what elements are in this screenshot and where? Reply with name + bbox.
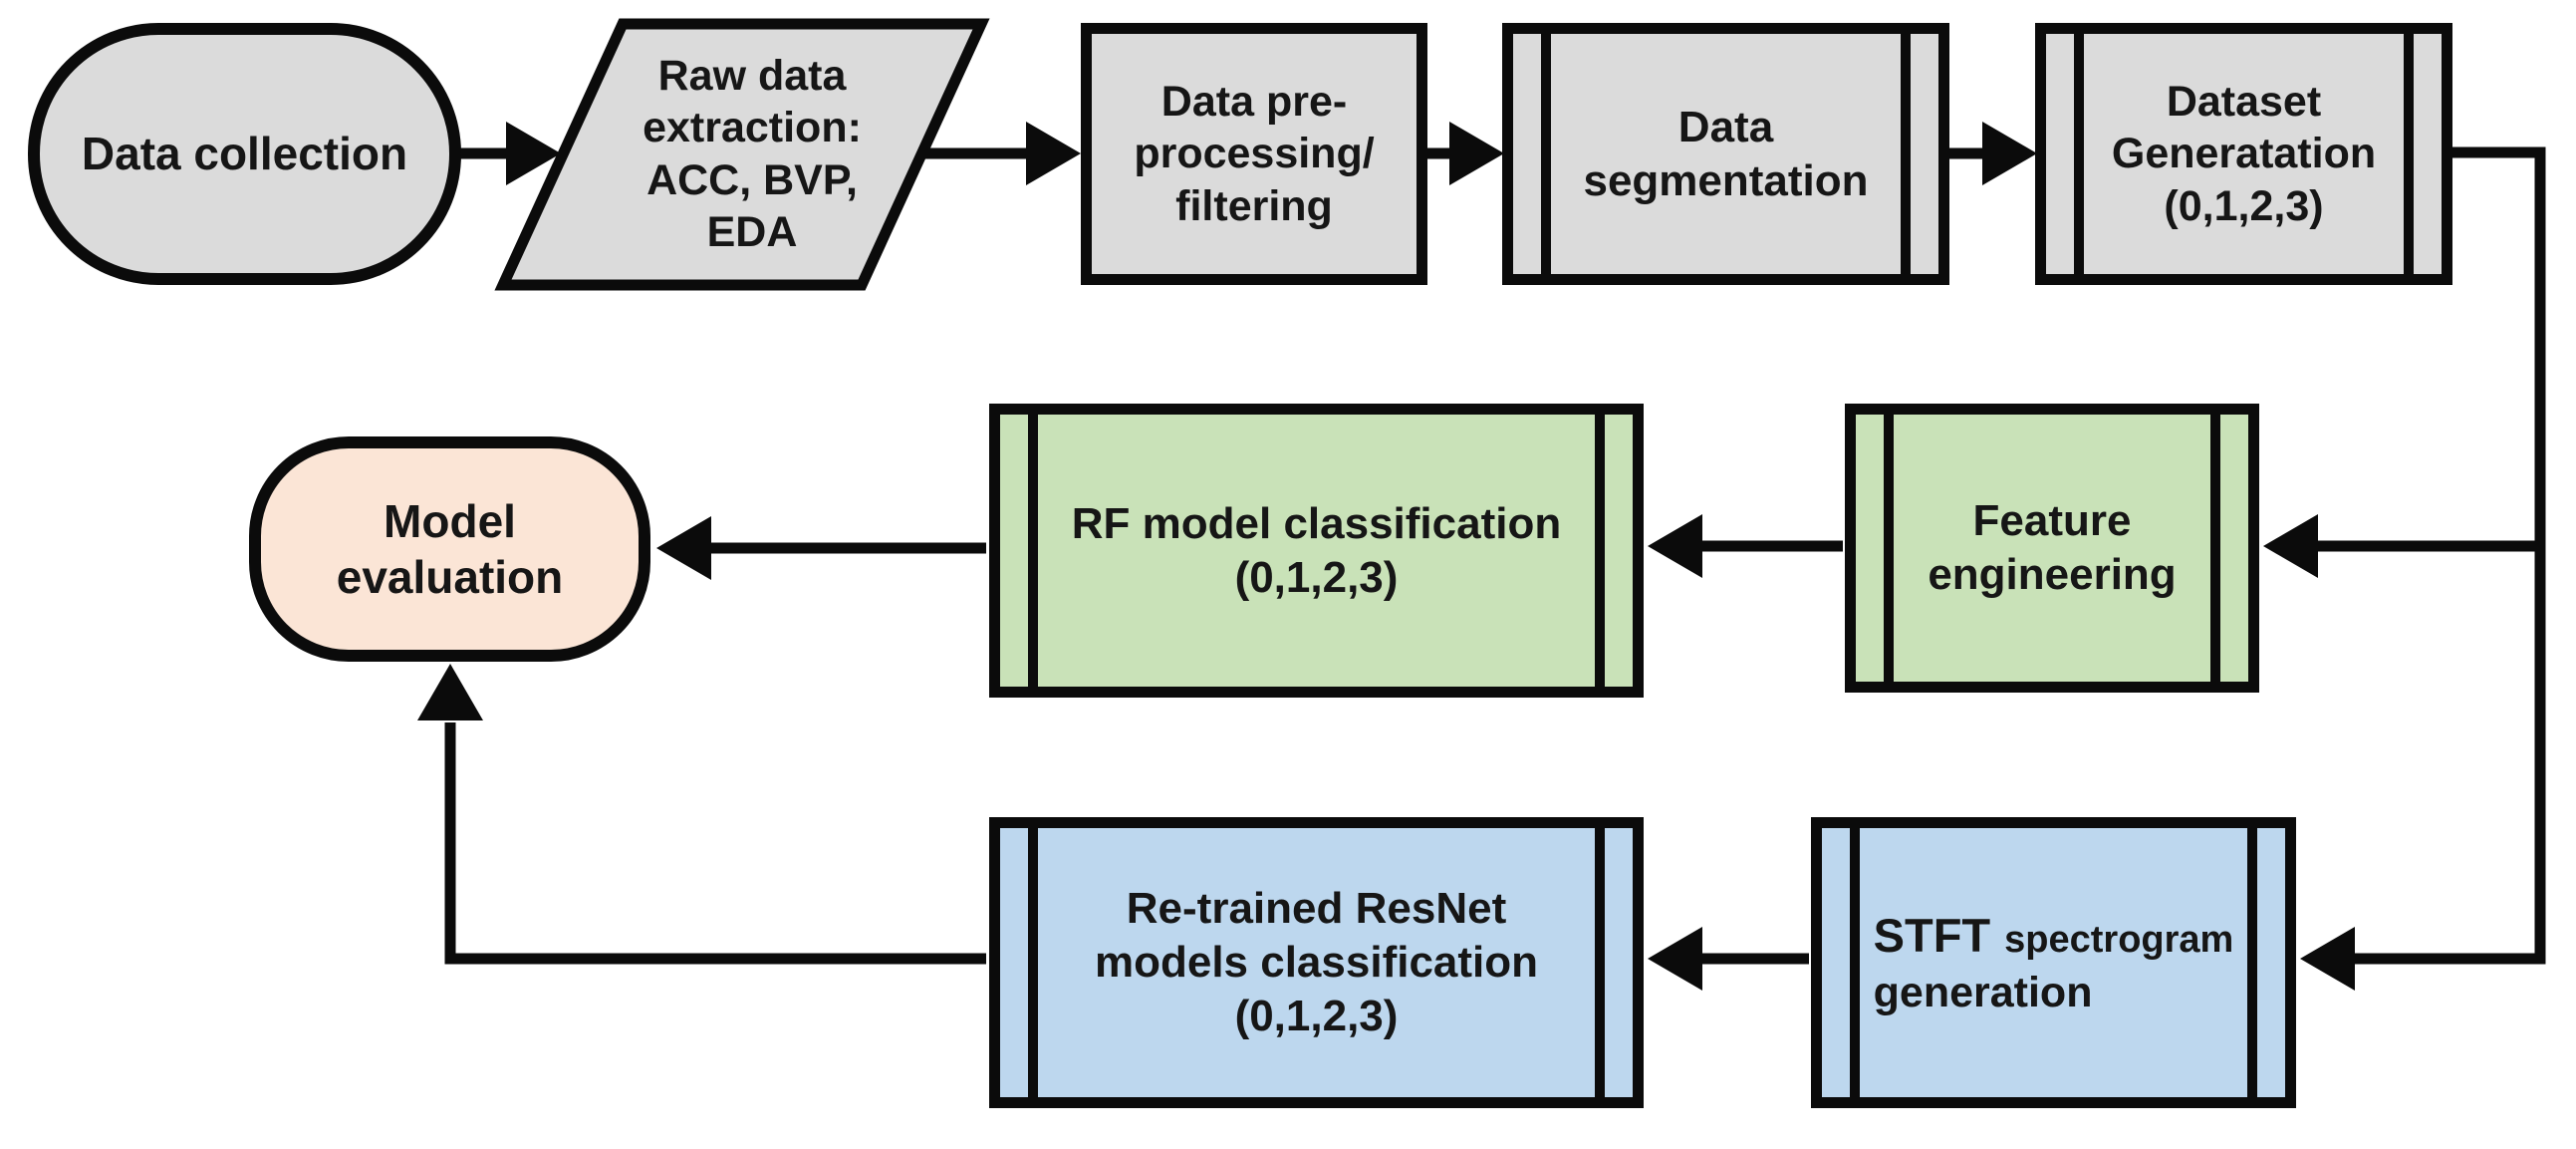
double-bar-right bbox=[2247, 828, 2257, 1097]
arrow-preprocessing-to-segmentation-head bbox=[1449, 122, 1504, 185]
double-bar-left bbox=[1541, 34, 1551, 274]
double-bar-right bbox=[1595, 415, 1605, 687]
stft-word: STFT bbox=[1873, 909, 1991, 962]
node-feature-engineering-label: Feature engineering bbox=[1928, 496, 2177, 599]
double-bar-right bbox=[2404, 34, 2414, 274]
node-data-preprocessing: Data pre- processing/ filtering bbox=[1081, 23, 1427, 285]
elbow-resnet-to-evaluation-head bbox=[417, 664, 483, 720]
node-data-segmentation-label: Data segmentation bbox=[1583, 102, 1869, 205]
double-bar-left bbox=[1850, 828, 1860, 1097]
node-stft-generation-label: STFT spectrogram generation bbox=[1874, 908, 2234, 1017]
node-resnet-classification-label: Re-trained ResNet models classification … bbox=[1094, 884, 1539, 1040]
node-data-collection: Data collection bbox=[28, 23, 461, 285]
double-bar-right bbox=[1901, 34, 1911, 274]
branch-to-feature-engineering-head bbox=[2263, 514, 2318, 578]
double-bar-left bbox=[1884, 415, 1894, 682]
double-bar-left bbox=[1028, 415, 1038, 687]
node-rf-classification-label: RF model classification (0,1,2,3) bbox=[1071, 498, 1562, 602]
node-raw-data-extraction-label: Raw data extraction: ACC, BVP, EDA bbox=[643, 51, 862, 256]
arrow-collection-to-extraction-head bbox=[506, 122, 561, 185]
raw-data-extraction-parallelogram bbox=[494, 18, 990, 291]
arrow-feature-to-rf-head bbox=[1648, 514, 1702, 578]
spectrogram-word: spectrogram bbox=[2004, 919, 2234, 961]
generation-word: generation bbox=[1873, 969, 2093, 1016]
arrow-segmentation-to-generation-head bbox=[1982, 122, 2037, 185]
node-dataset-generation-label: Dataset Generatation (0,1,2,3) bbox=[2111, 77, 2377, 230]
node-data-segmentation: Data segmentation bbox=[1502, 23, 1949, 285]
node-resnet-classification: Re-trained ResNet models classification … bbox=[989, 817, 1644, 1108]
elbow-resnet-to-evaluation-line bbox=[444, 722, 986, 965]
elbow-generation-to-stft-line bbox=[2355, 146, 2546, 965]
double-bar-left bbox=[2074, 34, 2084, 274]
node-data-preprocessing-label: Data pre- processing/ filtering bbox=[1134, 77, 1375, 230]
node-rf-classification: RF model classification (0,1,2,3) bbox=[989, 404, 1644, 698]
node-model-evaluation-label: Model evaluation bbox=[336, 494, 564, 603]
double-bar-left bbox=[1028, 828, 1038, 1097]
double-bar-right bbox=[2210, 415, 2220, 682]
node-dataset-generation: Dataset Generatation (0,1,2,3) bbox=[2035, 23, 2452, 285]
node-raw-data-extraction: Raw data extraction: ACC, BVP, EDA bbox=[538, 23, 966, 285]
arrow-extraction-to-preprocessing-head bbox=[1026, 122, 1081, 185]
node-stft-generation: STFT spectrogram generation bbox=[1811, 817, 2296, 1108]
node-feature-engineering: Feature engineering bbox=[1845, 404, 2259, 693]
node-data-collection-label: Data collection bbox=[81, 128, 408, 180]
double-bar-right bbox=[1595, 828, 1605, 1097]
node-model-evaluation: Model evaluation bbox=[249, 436, 650, 662]
elbow-generation-to-stft-head bbox=[2300, 927, 2355, 991]
arrow-stft-to-resnet-head bbox=[1648, 927, 1702, 991]
arrow-rf-to-evaluation-head bbox=[656, 516, 711, 580]
